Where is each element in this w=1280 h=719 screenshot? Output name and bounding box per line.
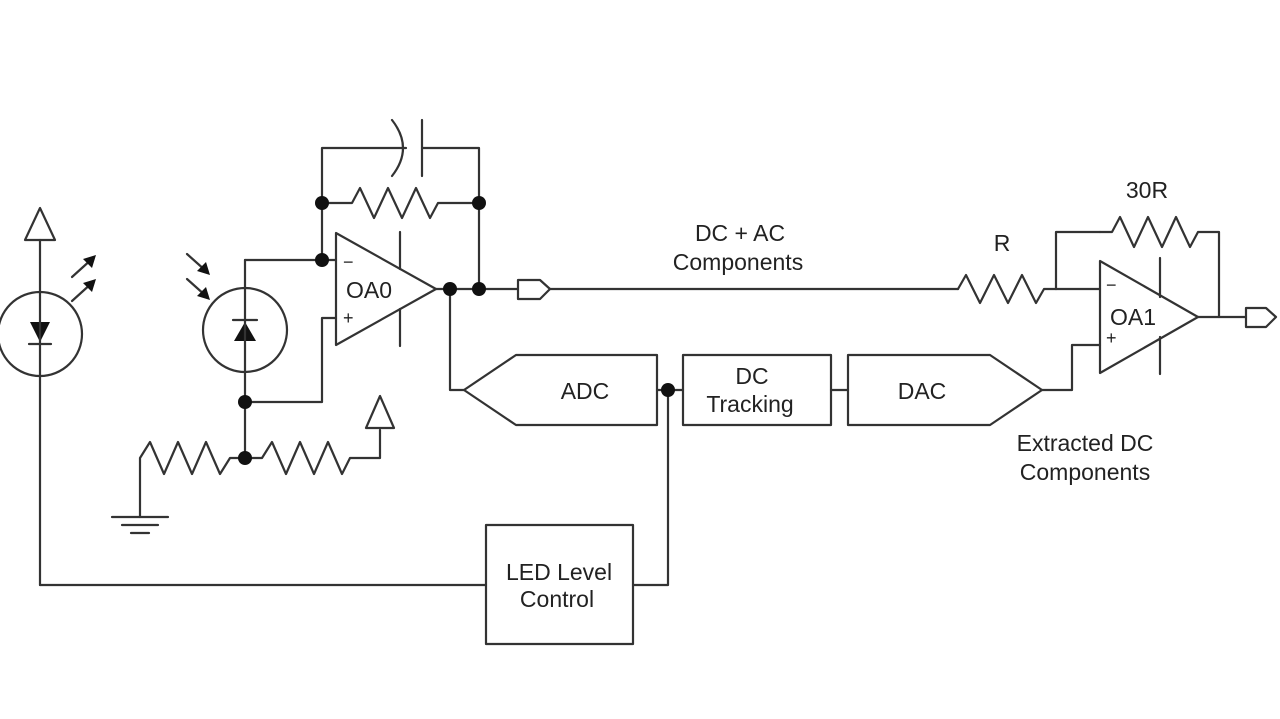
- oa1-minus-sign: −: [1106, 275, 1117, 295]
- junction-dot: [315, 196, 329, 210]
- junction-dot: [472, 196, 486, 210]
- photodiode: [185, 252, 324, 460]
- dc-tracking-chain: [448, 287, 1044, 587]
- junction-dot: [661, 383, 675, 397]
- junction-dot: [472, 282, 486, 296]
- led-level-label-line2: Control: [520, 586, 594, 612]
- oa1-label: OA1: [1110, 304, 1156, 330]
- dac-block: [846, 353, 1044, 427]
- input-resistor-r: [956, 273, 1058, 305]
- oa1-plus-sign: +: [1106, 328, 1117, 348]
- extracted-dc-label: Extracted DC: [1017, 430, 1154, 456]
- dc-ac-label-line2: Components: [673, 249, 803, 275]
- feedback-resistor-30r: [1098, 215, 1221, 319]
- junction-dot: [443, 282, 457, 296]
- led-emitter: [0, 206, 96, 587]
- oa1-opamp: [1098, 259, 1200, 375]
- dc-tracking-label: DC: [735, 363, 768, 389]
- led-level-control: [38, 523, 635, 646]
- oa0-stage: [320, 118, 520, 348]
- dc-ac-label: DC + AC: [695, 220, 785, 246]
- junction-dot: [238, 451, 252, 465]
- output-connector-icon: [1244, 306, 1278, 329]
- resistor-r-label: R: [994, 230, 1011, 256]
- ground-resistor: [138, 440, 247, 519]
- signal-connector-icon: [516, 278, 552, 301]
- oa0-label: OA0: [346, 277, 392, 303]
- oa0-plus-sign: +: [343, 308, 354, 328]
- junctions: [238, 196, 675, 465]
- oa0-minus-sign: −: [343, 252, 354, 272]
- dc-ac-path: [516, 273, 1102, 305]
- supply-resistor: [243, 428, 382, 476]
- oa1-stage: [1040, 215, 1278, 392]
- oa0-feedback-capacitor: [390, 118, 404, 178]
- oa0-opamp: [334, 231, 438, 347]
- bias-supply-arrow-icon: [364, 394, 396, 430]
- dc-tracking-label-line2: Tracking: [706, 391, 793, 417]
- adc-label: ADC: [561, 378, 610, 404]
- junction-dot: [238, 395, 252, 409]
- extracted-dc-label-line2: Components: [1020, 459, 1150, 485]
- resistor-30r-label: 30R: [1126, 177, 1168, 203]
- bias-network: [110, 316, 396, 535]
- dac-label: DAC: [898, 378, 947, 404]
- led-level-label: LED Level: [506, 559, 612, 585]
- oa0-feedback-resistor: [320, 186, 481, 220]
- junction-dot: [315, 253, 329, 267]
- led-supply-arrow-icon: [23, 206, 57, 242]
